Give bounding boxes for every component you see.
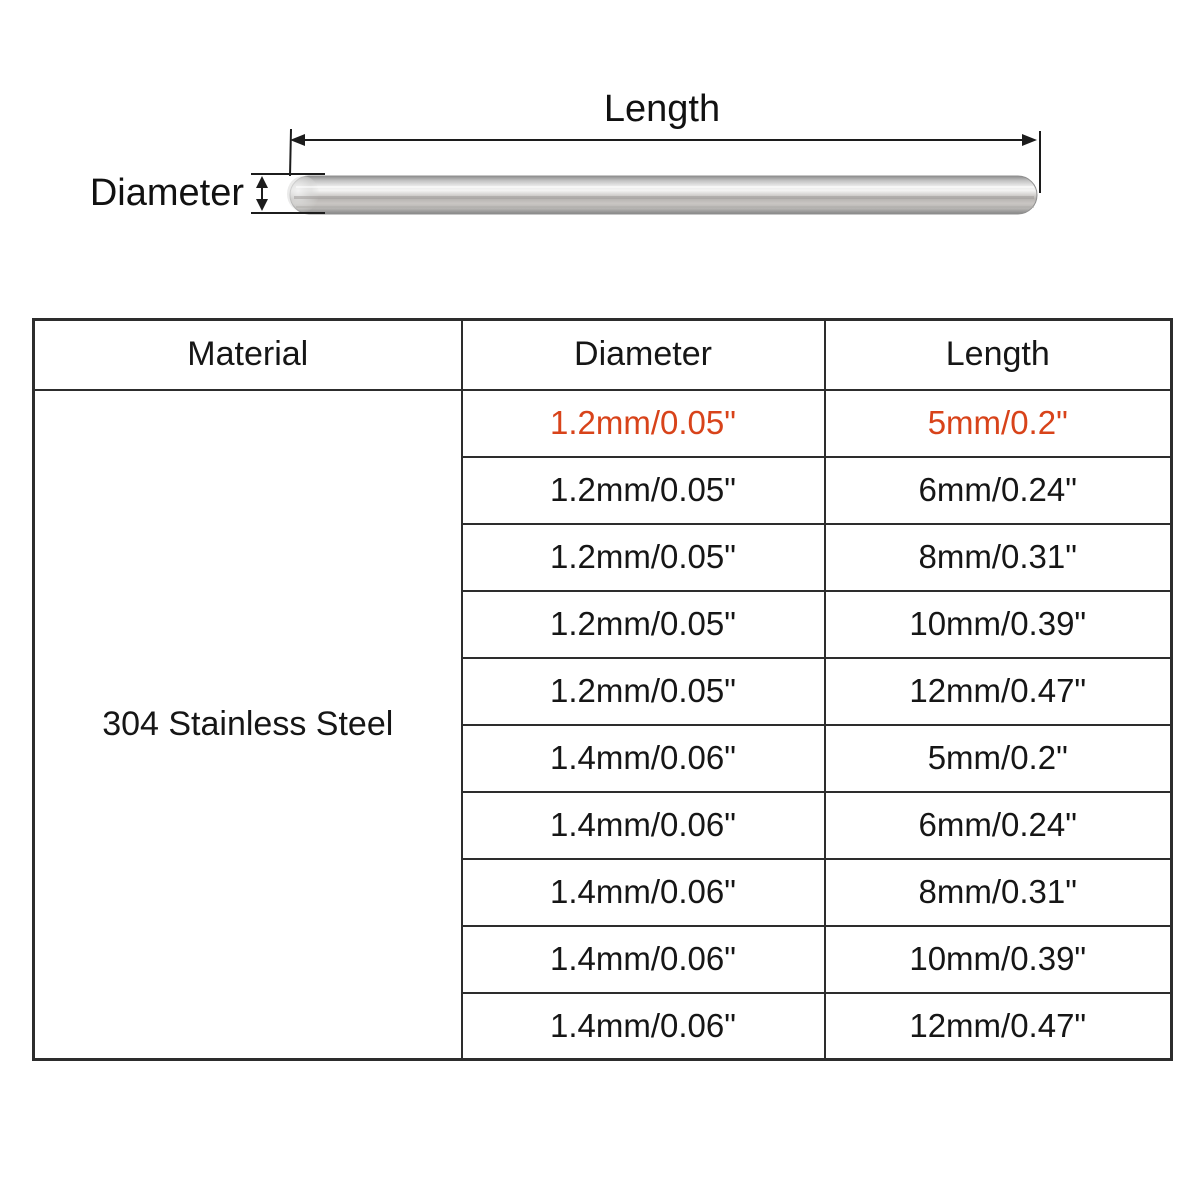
diameter-cell: 1.4mm/0.06"	[460, 924, 826, 994]
table-header-row: Material Diameter Length	[32, 318, 1173, 391]
length-cell: 10mm/0.39"	[823, 589, 1173, 659]
length-cell: 6mm/0.24"	[823, 790, 1173, 860]
steel-pin-illustration	[287, 175, 1038, 215]
length-cell: 10mm/0.39"	[823, 924, 1173, 994]
length-cell: 8mm/0.31"	[823, 857, 1173, 927]
table-row: 1.4mm/0.06" 5mm/0.2"	[34, 723, 1173, 793]
diameter-cell: 1.2mm/0.05"	[460, 388, 826, 458]
length-cell: 5mm/0.2"	[823, 723, 1173, 793]
diameter-cell: 1.4mm/0.06"	[460, 857, 826, 927]
diameter-dimension-label: Diameter	[89, 172, 244, 214]
spec-table: Material Diameter Length 304 Stainless S…	[32, 318, 1173, 1061]
diameter-cell: 1.4mm/0.06"	[460, 991, 826, 1061]
table-row: 1.2mm/0.05" 10mm/0.39"	[34, 589, 1173, 659]
table-row: 1.2mm/0.05" 12mm/0.47"	[34, 656, 1173, 726]
table-row: 1.4mm/0.06" 12mm/0.47"	[34, 991, 1173, 1061]
length-cell: 12mm/0.47"	[823, 656, 1173, 726]
header-length: Length	[823, 318, 1173, 391]
table-row: 1.2mm/0.05" 8mm/0.31"	[34, 522, 1173, 592]
material-cell: 304 Stainless Steel	[32, 388, 463, 1061]
pin-dimension-diagram	[251, 128, 1041, 215]
diameter-dimension-arrow	[251, 173, 325, 214]
table-row: 1.2mm/0.05" 6mm/0.24"	[34, 455, 1173, 525]
diameter-cell: 1.4mm/0.06"	[460, 723, 826, 793]
header-material: Material	[32, 318, 463, 391]
length-dimension-label: Length	[603, 88, 721, 130]
diameter-cell: 1.2mm/0.05"	[460, 522, 826, 592]
diameter-cell: 1.2mm/0.05"	[460, 656, 826, 726]
table-row: 1.4mm/0.06" 10mm/0.39"	[34, 924, 1173, 994]
length-cell: 6mm/0.24"	[823, 455, 1173, 525]
header-diameter: Diameter	[460, 318, 826, 391]
table-row: 304 Stainless Steel 1.2mm/0.05" 5mm/0.2"	[32, 388, 1173, 1061]
diameter-cell: 1.2mm/0.05"	[460, 455, 826, 525]
length-cell: 5mm/0.2"	[823, 388, 1173, 458]
diameter-cell: 1.4mm/0.06"	[460, 790, 826, 860]
length-cell: 8mm/0.31"	[823, 522, 1173, 592]
diameter-cell: 1.2mm/0.05"	[460, 589, 826, 659]
table-row: 1.4mm/0.06" 8mm/0.31"	[34, 857, 1173, 927]
table-row: 1.4mm/0.06" 6mm/0.24"	[34, 790, 1173, 860]
length-dimension-arrow	[289, 128, 1041, 193]
length-cell: 12mm/0.47"	[823, 991, 1173, 1061]
